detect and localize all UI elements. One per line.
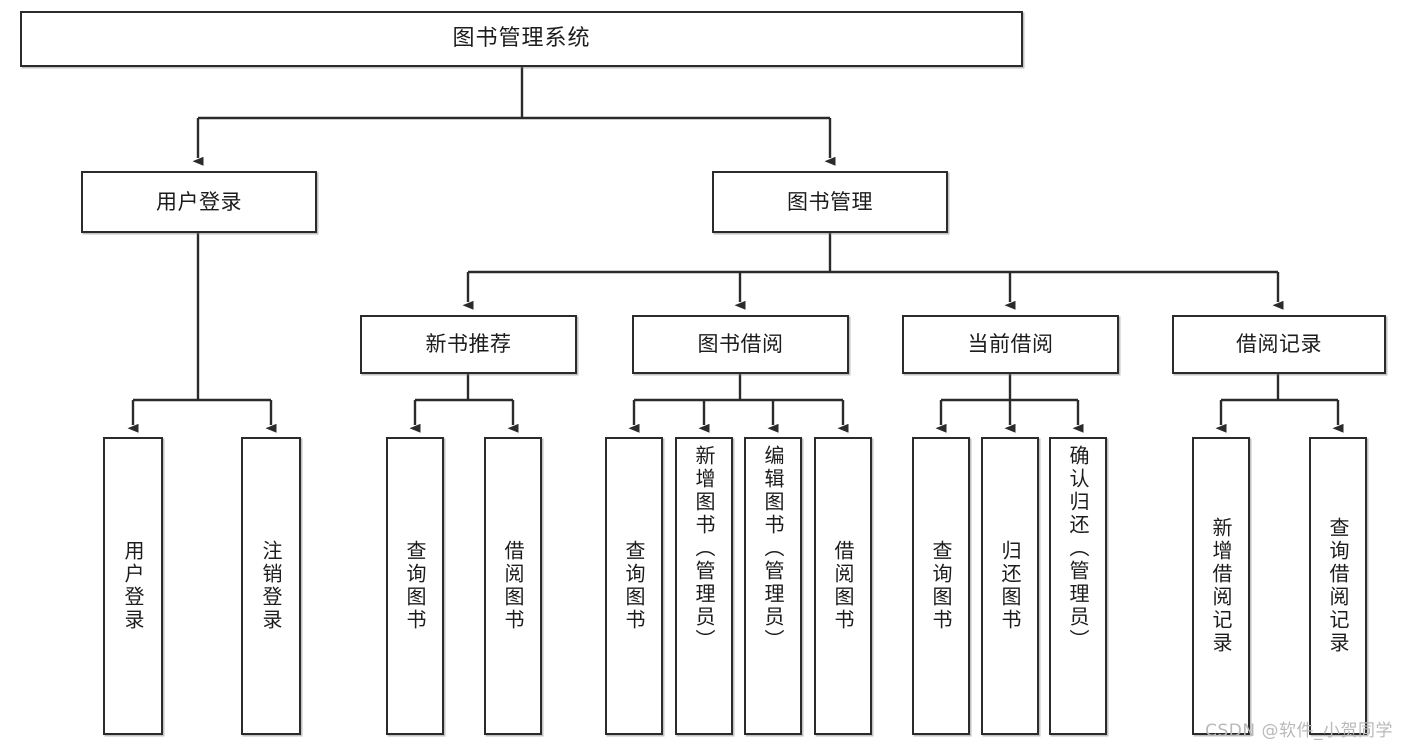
node-label: 查询图书 [622, 540, 646, 632]
leaf-book-borrow-add-book-admin[interactable]: 新增图书（管理员） [675, 437, 733, 735]
node-label: 图书管理系统 [452, 26, 591, 52]
node-label: 新书推荐 [425, 332, 512, 357]
node-borrow-record[interactable]: 借阅记录 [1172, 315, 1386, 374]
node-current-borrow[interactable]: 当前借阅 [902, 315, 1119, 374]
node-book-management[interactable]: 图书管理 [712, 171, 948, 233]
leaf-book-borrow-query-book[interactable]: 查询图书 [605, 437, 663, 735]
node-label: 图书管理 [787, 189, 873, 214]
node-label: 归还图书 [998, 540, 1022, 632]
node-book-borrow[interactable]: 图书借阅 [632, 315, 849, 374]
leaf-borrow-record-query-record[interactable]: 查询借阅记录 [1309, 437, 1367, 735]
node-user-login[interactable]: 用户登录 [81, 171, 317, 233]
leaf-borrow-record-add-record[interactable]: 新增借阅记录 [1192, 437, 1250, 735]
node-label: 编辑图书（管理员） [761, 445, 785, 652]
node-label: 查询图书 [929, 540, 953, 632]
node-label: 借阅记录 [1236, 332, 1322, 357]
leaf-current-borrow-query-book[interactable]: 查询图书 [912, 437, 970, 735]
leaf-book-borrow-borrow-book[interactable]: 借阅图书 [814, 437, 872, 735]
node-label: 注销登录 [259, 540, 283, 632]
leaf-current-borrow-return-book[interactable]: 归还图书 [981, 437, 1039, 735]
node-label: 当前借阅 [967, 332, 1054, 357]
node-label: 图书借阅 [697, 332, 784, 357]
csdn-watermark: CSDN @软件_小贺同学 [1205, 721, 1393, 741]
node-label: 查询图书 [403, 540, 427, 632]
leaf-current-borrow-confirm-return-admin[interactable]: 确认归还（管理员） [1049, 437, 1107, 735]
leaf-book-borrow-edit-book-admin[interactable]: 编辑图书（管理员） [744, 437, 802, 735]
node-label: 新增借阅记录 [1209, 517, 1233, 655]
node-new-book-recommend[interactable]: 新书推荐 [360, 315, 577, 374]
node-label: 用户登录 [121, 540, 145, 632]
node-label: 借阅图书 [831, 540, 855, 632]
leaf-new-book-query-book[interactable]: 查询图书 [386, 437, 444, 735]
node-label: 查询借阅记录 [1326, 517, 1350, 655]
node-label: 新增图书（管理员） [692, 445, 716, 652]
node-label: 借阅图书 [501, 540, 525, 632]
leaf-user-login-logout[interactable]: 注销登录 [241, 437, 301, 735]
node-label: 用户登录 [156, 189, 242, 214]
leaf-new-book-borrow-book[interactable]: 借阅图书 [484, 437, 542, 735]
node-root-book-management-system[interactable]: 图书管理系统 [20, 11, 1023, 67]
leaf-user-login-login[interactable]: 用户登录 [103, 437, 163, 735]
node-label: 确认归还（管理员） [1066, 445, 1090, 652]
